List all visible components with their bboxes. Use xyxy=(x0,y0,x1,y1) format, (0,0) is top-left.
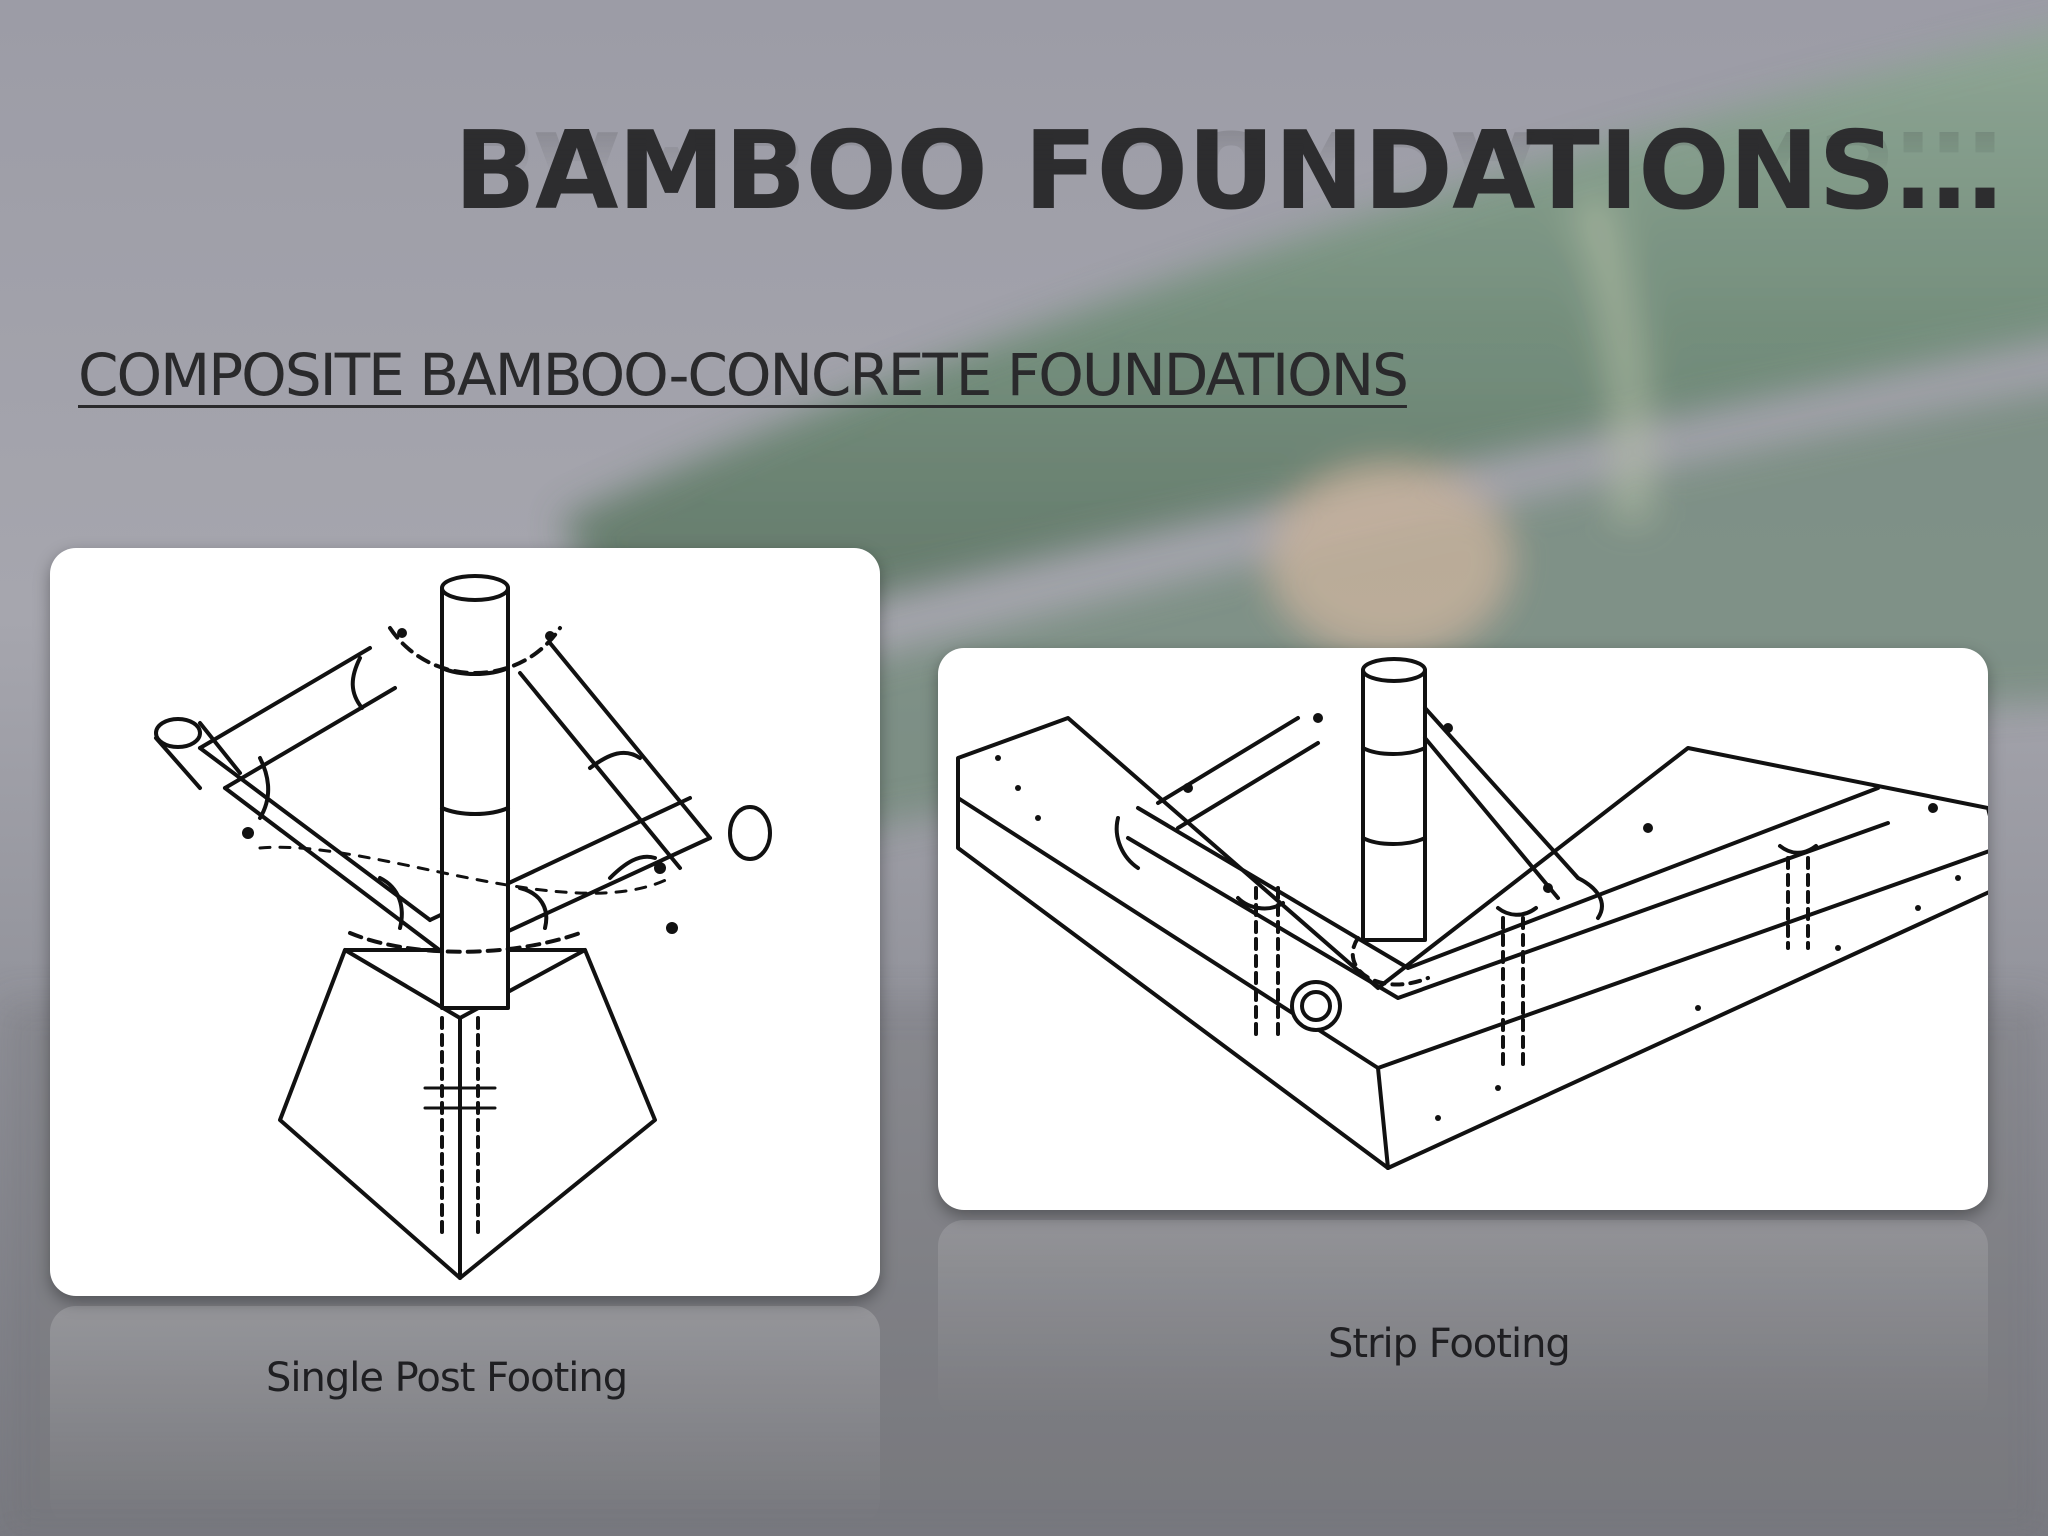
strip-footing-drawing xyxy=(956,657,1988,1170)
figure-reflection-right xyxy=(938,1220,1988,1420)
caption-single-post-footing: Single Post Footing xyxy=(266,1355,628,1401)
single-post-footing-drawing xyxy=(154,574,772,1280)
slide-title-reflection: BAMBOO FOUNDATIONS… xyxy=(453,106,2002,231)
slide-subtitle: COMPOSITE BAMBOO-CONCRETE FOUNDATIONS xyxy=(78,341,1409,409)
caption-strip-footing: Strip Footing xyxy=(1328,1321,1571,1367)
slide-title: BAMBOO FOUNDATIONS… xyxy=(453,109,2003,234)
figure-single-post-footing xyxy=(50,548,880,1296)
figure-strip-footing xyxy=(938,648,1988,1210)
figure-reflection-left xyxy=(50,1306,880,1526)
